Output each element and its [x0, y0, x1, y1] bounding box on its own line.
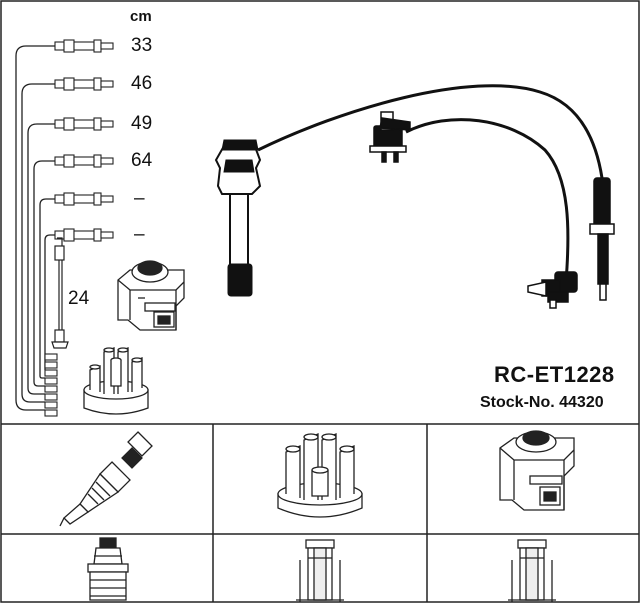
- angle-connector-top: [369, 111, 411, 163]
- plug-terminal-icon: [87, 537, 129, 601]
- length-label-6: –: [134, 224, 145, 245]
- coil-drawing: [117, 260, 185, 331]
- length-label-5: –: [134, 188, 145, 209]
- length-label-1: 33: [131, 35, 153, 56]
- distributor-drawing: [83, 347, 149, 415]
- stock-number: Stock-No. 44320: [480, 394, 604, 411]
- tower-terminal-icon: [296, 539, 344, 602]
- unit-label: cm: [130, 8, 152, 25]
- length-label-4: 64: [131, 150, 153, 171]
- parts-table-grid: [1, 423, 639, 602]
- product-code: RC-ET1228: [494, 362, 615, 387]
- coil-lead: [51, 237, 69, 349]
- tower-terminal-icon: [508, 539, 556, 602]
- main-cables: [257, 84, 604, 283]
- length-label-3: 49: [131, 113, 153, 134]
- wire-connectors: [44, 39, 114, 417]
- plug-boot-long: [214, 139, 262, 297]
- cable-set-drawing: [15, 45, 55, 411]
- ignition-coil-icon: [499, 430, 575, 511]
- coil-lead-length-label: 24: [68, 288, 90, 309]
- angle-connector-bottom: [527, 271, 578, 309]
- length-label-2: 46: [131, 73, 153, 94]
- distributor-cap-icon: [277, 433, 363, 518]
- spark-plug-icon: [59, 431, 153, 527]
- straight-connector-right: [589, 177, 615, 301]
